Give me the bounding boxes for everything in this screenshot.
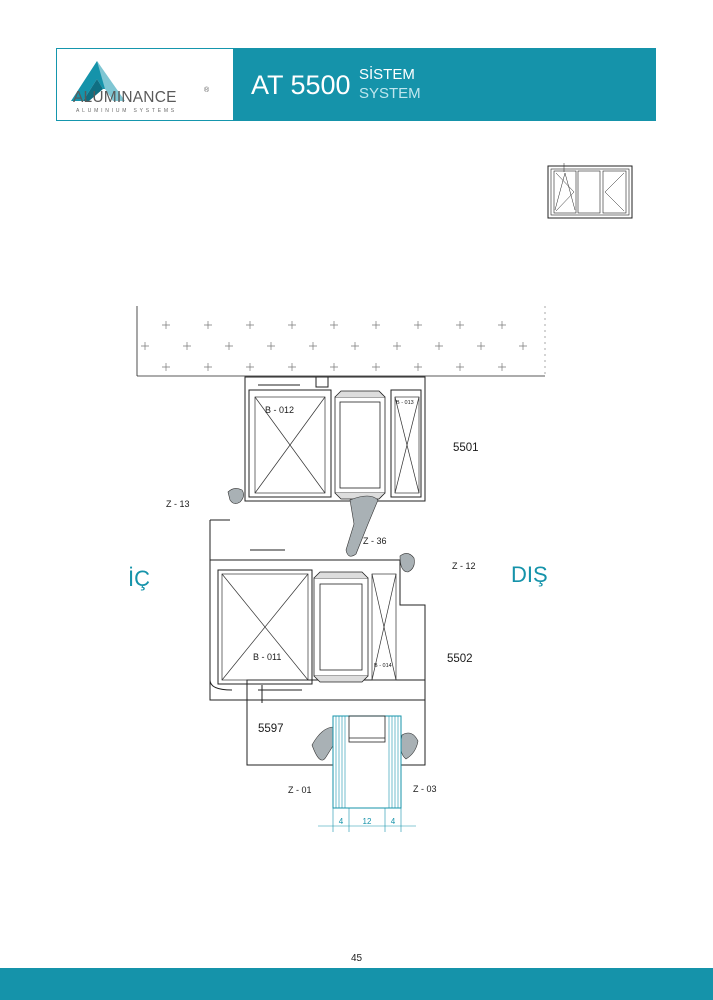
side-label-outside: DIŞ [511, 562, 548, 587]
barrier-b013 [394, 396, 420, 494]
gasket-label-z01: Z - 01 [288, 785, 312, 795]
gaskets [227, 488, 419, 761]
page-number: 45 [350, 953, 363, 964]
dim-label-glass-2: 4 [391, 817, 396, 826]
system-label-tr: SİSTEM [359, 66, 415, 83]
profile-5502 [209, 519, 426, 701]
barrier-label-b013: B - 013 [396, 400, 414, 406]
window-elevation-icon [547, 163, 633, 219]
footer-bar [0, 968, 713, 1000]
barrier-b012 [254, 396, 326, 494]
brand-name: ALUMINANCE [73, 89, 177, 106]
profile-5501 [244, 376, 426, 502]
system-code: AT 5500 [251, 70, 351, 100]
gasket-z13 [227, 488, 244, 504]
wall-hatch [136, 306, 546, 377]
profile-5597 [246, 679, 426, 766]
logo-triangle-icon [71, 61, 125, 101]
brand-logo: ALUMINANCE ® ALUMINIUM SYSTEMS [56, 48, 234, 121]
section-drawing: 4 12 4 B - 012 B - 013 B - 011 B - 014 5… [128, 306, 548, 832]
gasket-label-z03: Z - 03 [413, 784, 437, 794]
gasket-label-z13: Z - 13 [166, 499, 190, 509]
barrier-label-b012: B - 012 [265, 405, 294, 415]
profile-label-5597: 5597 [258, 723, 284, 735]
barrier-b014 [371, 573, 397, 681]
gasket-z36 [345, 495, 379, 557]
dim-label-glass-1: 4 [339, 817, 344, 826]
gasket-label-z12: Z - 12 [452, 561, 476, 571]
system-label-en: SYSTEM [359, 85, 421, 102]
gasket-label-z36: Z - 36 [363, 536, 387, 546]
barrier-label-b011: B - 011 [253, 652, 281, 662]
barrier-label-b014: B - 014 [374, 663, 392, 669]
brand-subtitle: ALUMINIUM SYSTEMS [76, 108, 177, 114]
page-header: ALUMINANCE ® ALUMINIUM SYSTEMS AT 5500 S… [56, 48, 656, 121]
brand-registered-mark: ® [204, 87, 210, 94]
gasket-z12 [399, 553, 415, 573]
barrier-b011 [221, 573, 309, 681]
side-label-inside: İÇ [128, 566, 150, 591]
glass-dimension-line [318, 808, 416, 832]
dim-label-cavity: 12 [363, 817, 372, 826]
glass-unit [332, 715, 402, 809]
profile-label-5502: 5502 [447, 653, 473, 665]
profile-label-5501: 5501 [453, 442, 479, 454]
title-banner: AT 5500 SİSTEM SYSTEM [233, 48, 656, 121]
gasket-z03 [400, 732, 419, 760]
